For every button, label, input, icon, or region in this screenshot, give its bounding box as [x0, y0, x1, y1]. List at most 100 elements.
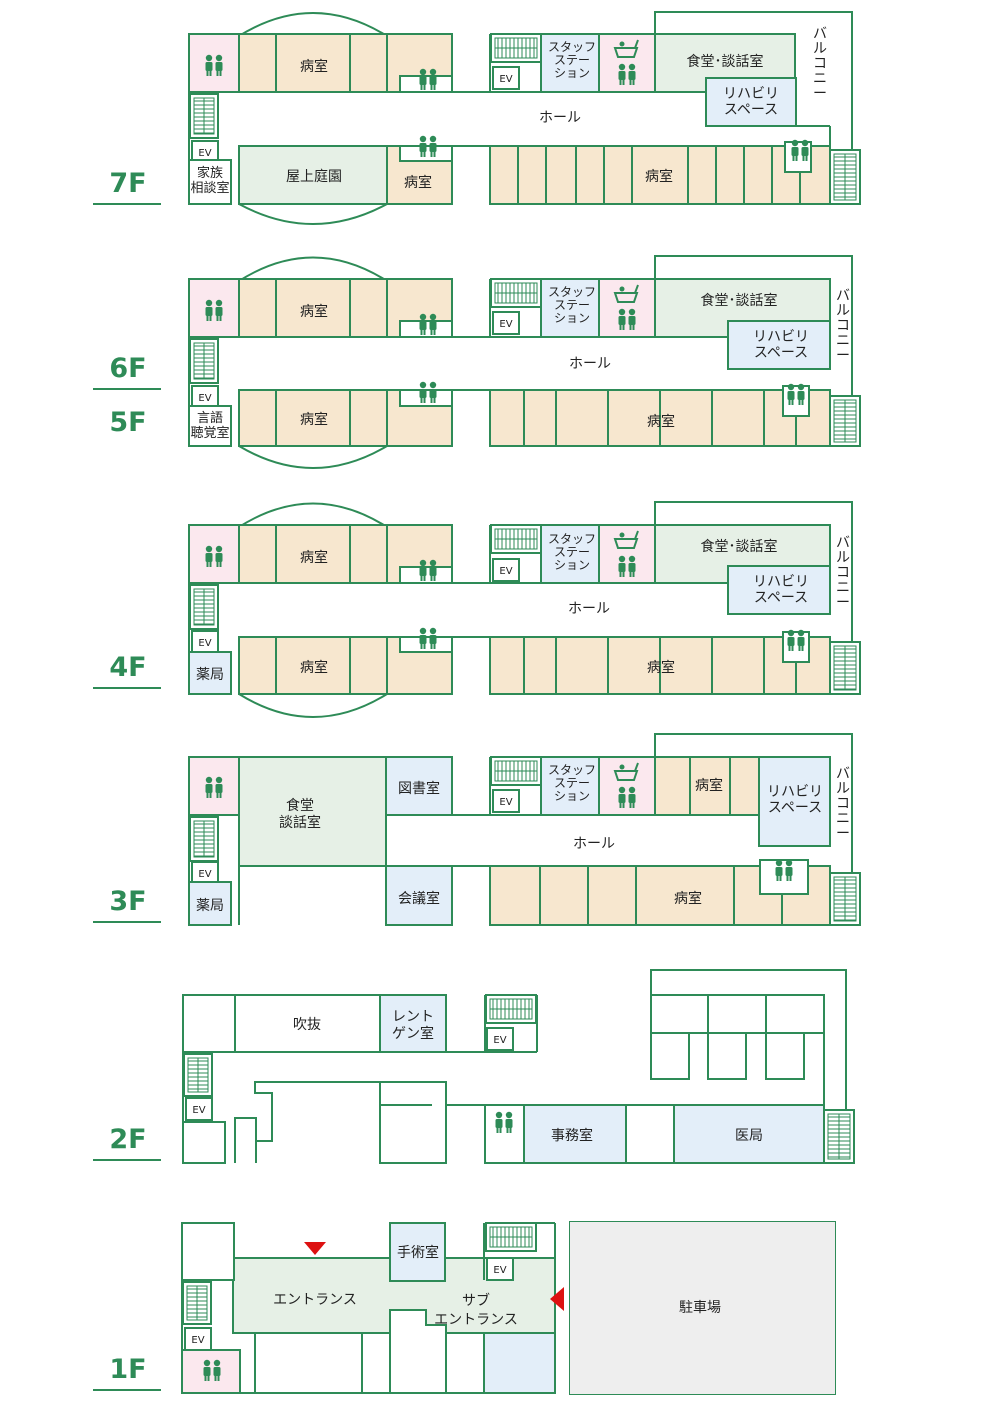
bath-room — [598, 756, 656, 816]
office-label: 事務室 — [551, 1127, 593, 1144]
stairs-icon — [490, 756, 542, 786]
rehab-label: リハビリ — [753, 574, 809, 590]
room — [650, 1032, 690, 1080]
hall-label: ホール — [568, 601, 610, 617]
rehab-space — [727, 565, 831, 615]
dining-label: 食堂･談話室 — [701, 538, 778, 555]
vertical-char: ー — [836, 348, 850, 364]
ward-label: 病室 — [695, 777, 723, 794]
rehab-label: スペース — [754, 345, 808, 361]
dining-label: 食堂･談話室 — [701, 292, 778, 309]
bath-icon — [613, 39, 639, 58]
room — [361, 1332, 391, 1394]
bath-room — [598, 278, 656, 338]
elevator-label: EV — [191, 1335, 204, 1346]
room — [707, 1032, 747, 1080]
rehab-space — [758, 756, 831, 847]
parking-label: 駐車場 — [679, 1299, 721, 1316]
rehab-label: リハビリ — [767, 784, 823, 800]
wall — [254, 1081, 485, 1142]
family-room-label: 家族 — [197, 165, 223, 181]
stairs-icon — [189, 93, 219, 139]
staff-station-label: ステー — [554, 545, 590, 559]
floor-label: 3F — [109, 886, 146, 917]
toilet-icon — [419, 381, 437, 403]
stairs-icon — [485, 994, 537, 1024]
elevator-label: EV — [499, 566, 512, 577]
vertical-char: ー — [836, 826, 850, 842]
toilet-icon — [419, 559, 437, 581]
library — [385, 756, 453, 816]
toilet-icon — [419, 68, 437, 90]
elevator: EV — [191, 630, 219, 654]
dining-room — [238, 756, 387, 867]
stairs-icon — [189, 816, 219, 862]
xray-label: ゲン室 — [392, 1025, 434, 1042]
bath-room — [598, 33, 656, 93]
toilet-icon — [791, 139, 809, 161]
staff-station-label: スタッフ — [548, 285, 596, 299]
vertical-char: バ — [836, 535, 850, 551]
entrance-arrow-icon — [304, 1242, 326, 1255]
hall-label: ホール — [573, 836, 615, 852]
vertical-char: ル — [836, 303, 850, 319]
rehab-label: スペース — [754, 590, 808, 606]
family-room-label: 相談室 — [190, 180, 229, 196]
staff-station-label: スタッフ — [548, 532, 596, 546]
elevator: EV — [492, 789, 520, 813]
toilet-room — [484, 1104, 525, 1164]
toilet-icon — [787, 383, 805, 405]
staff-station-label: スタッフ — [548, 763, 596, 777]
vertical-char: コ — [836, 796, 850, 812]
toilet-icon — [618, 786, 636, 808]
toilet-room — [759, 859, 809, 895]
library-label: 図書室 — [398, 780, 440, 797]
staff-station-label: ステー — [554, 298, 590, 312]
staff-station-label: ション — [554, 558, 590, 572]
ward-north — [238, 278, 453, 338]
xray-room — [379, 994, 447, 1053]
bath-icon — [613, 530, 639, 549]
vertical-char: バ — [813, 26, 827, 42]
toilet-icon — [618, 555, 636, 577]
room — [254, 1332, 363, 1394]
dining-label: 食堂 — [286, 797, 314, 814]
wall — [234, 1117, 257, 1163]
atrium-label: 吹抜 — [293, 1017, 321, 1033]
toilet-room — [782, 385, 810, 417]
elevator: EV — [191, 861, 219, 885]
parking-area — [570, 1222, 835, 1394]
elevator: EV — [185, 1097, 213, 1121]
staff-station — [540, 278, 600, 338]
ward-north — [654, 756, 760, 816]
toilet-icon — [618, 308, 636, 330]
stairs-icon — [189, 584, 219, 630]
staff-station-label: ステー — [554, 53, 590, 67]
stairs-icon — [829, 641, 861, 695]
floor-label: 1F — [109, 1354, 146, 1385]
toilet-icon — [775, 859, 793, 881]
toilet-icon — [419, 135, 437, 157]
room — [181, 1222, 235, 1281]
toilet-icon — [205, 776, 223, 798]
office — [523, 1104, 627, 1164]
elevator-label: EV — [198, 393, 211, 404]
hall-label: ホール — [539, 110, 581, 126]
elevator: EV — [492, 311, 520, 335]
toilet-icon — [205, 299, 223, 321]
rehab-label: スペース — [768, 800, 822, 816]
hall-label: ホール — [569, 356, 611, 372]
garden-label: 屋上庭園 — [286, 168, 342, 185]
vertical-char: ニ — [836, 811, 850, 827]
stairs-icon — [829, 872, 861, 926]
vertical-char: コ — [836, 565, 850, 581]
room — [765, 1032, 805, 1080]
elevator-label: EV — [198, 148, 211, 159]
sub-entrance-label: サブ — [462, 1292, 490, 1309]
stairs-icon — [829, 149, 861, 205]
speech-room-label: 言語 — [197, 410, 223, 426]
curved-wall — [238, 502, 388, 528]
curved-wall — [238, 445, 388, 469]
